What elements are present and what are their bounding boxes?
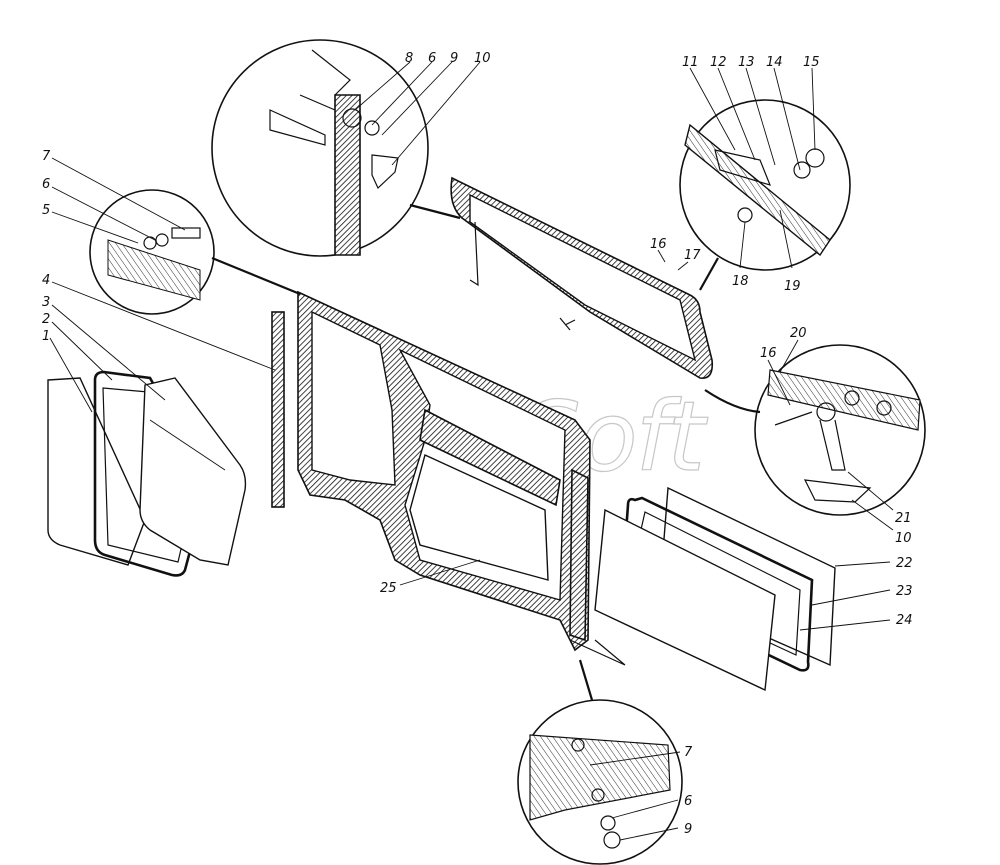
callout-16-mid: 16 [650,237,667,252]
callout-labels: 1 2 3 4 5 6 7 8 6 9 10 11 12 13 14 15 16… [42,51,913,837]
callout-7-bottom: 7 [684,745,693,760]
callout-4: 4 [42,273,50,288]
callout-9-bottom: 9 [684,822,692,837]
detail-circle-bottom-bolt [517,699,683,865]
callout-11: 11 [682,55,699,70]
callout-16-right: 16 [760,346,777,361]
glass-pane-part-3 [139,377,247,566]
callout-2: 2 [42,312,50,327]
callout-15: 15 [803,55,820,70]
side-glass-part-1 [47,377,146,566]
callout-18: 18 [732,274,749,289]
callout-25: 25 [380,581,397,596]
rubber-strip-part-4 [271,311,285,508]
callout-3: 3 [42,295,50,310]
callout-8: 8 [405,51,413,66]
detail-circle-hinge [211,39,429,257]
callout-9-top: 9 [450,51,458,66]
callout-6-left: 6 [42,177,50,192]
callout-22: 22 [896,556,913,571]
callout-12: 12 [710,55,727,70]
callout-7-left: 7 [42,149,51,164]
leader-lines [49,61,894,841]
callout-10-top: 10 [474,51,491,66]
callout-24: 24 [896,613,913,628]
callout-5: 5 [42,203,50,218]
callout-17: 17 [684,248,701,263]
callout-13: 13 [738,55,755,70]
detail-circle-bolt [89,189,215,315]
vent-window-assembly [450,176,714,379]
door-frame-part-25 [297,290,626,666]
callout-6-top: 6 [428,51,436,66]
callout-14: 14 [766,55,783,70]
detail-connectors [211,203,761,701]
detail-circle-clamp [754,344,926,516]
glass-part-24 [594,508,776,692]
callout-10-right: 10 [895,531,912,546]
callout-20: 20 [790,326,807,341]
callout-23: 23 [896,584,913,599]
callout-6-bottom: 6 [684,794,692,809]
detail-circle-latch [679,99,851,271]
callout-21: 21 [895,511,912,526]
callout-19: 19 [784,279,801,294]
callout-1: 1 [42,329,50,344]
